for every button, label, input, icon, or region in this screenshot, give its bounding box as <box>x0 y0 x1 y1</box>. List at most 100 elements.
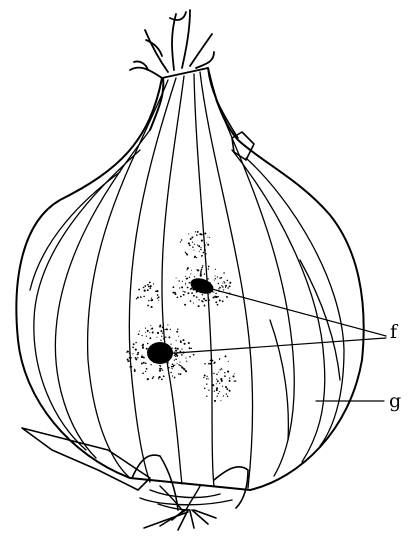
speckle-dot <box>168 361 169 362</box>
speckle-dot <box>219 359 220 360</box>
speckle-dot <box>171 368 172 369</box>
leader-line-f-upper <box>208 288 386 336</box>
speckle-dot <box>150 299 152 301</box>
speckle-dot <box>203 377 204 378</box>
speckle-dot <box>197 269 199 271</box>
speckle-dot <box>229 293 231 295</box>
speckle-dot <box>227 297 228 298</box>
speckle-dot <box>159 324 161 326</box>
speckle-dot <box>229 380 231 382</box>
speckle-dot <box>179 351 181 353</box>
speckle-dot <box>158 344 160 346</box>
speckle-dot <box>205 253 206 254</box>
speckle-dot <box>224 375 226 377</box>
speckle-dot <box>219 369 220 370</box>
speckle-dot <box>216 389 218 391</box>
speckle-dot <box>215 278 216 279</box>
speckle-dot <box>181 354 183 356</box>
speckle-dot <box>175 359 177 361</box>
speckle-dot <box>142 345 144 347</box>
speckle-dot <box>158 296 160 298</box>
speckle-dot <box>213 373 214 374</box>
label-g: g <box>389 392 401 411</box>
speckle-dot <box>194 244 195 245</box>
speckle-dot <box>219 383 220 384</box>
skin-ribs <box>30 72 344 488</box>
speckle-dot <box>157 349 159 351</box>
speckle-dot <box>179 362 180 363</box>
speckle-dot <box>148 286 150 288</box>
speckle-dot <box>222 282 223 283</box>
speckle-dot <box>157 332 159 334</box>
speckle-dot <box>201 234 203 236</box>
speckle-dot <box>229 282 231 284</box>
speckle-dot <box>172 375 173 376</box>
speckle-dot <box>185 284 186 285</box>
speckle-dot <box>216 383 217 384</box>
speckle-dot <box>200 247 201 248</box>
speckle-dot <box>185 283 186 284</box>
speckle-dot <box>216 387 218 389</box>
speckle-dot <box>229 285 231 287</box>
speckle-dot <box>217 380 219 382</box>
speckle-dot <box>147 305 149 307</box>
neck-right <box>208 68 238 138</box>
speckle-dot <box>156 290 158 292</box>
speckle-dot <box>219 391 220 392</box>
speckle-dot <box>206 378 207 379</box>
speckle-dot <box>134 370 136 372</box>
speckle-dot <box>157 294 159 296</box>
speckle-dot <box>199 251 200 252</box>
speckle-dot <box>163 361 164 362</box>
speckle-dot <box>165 329 166 330</box>
speckle-dot <box>202 265 204 267</box>
speckle-dot <box>140 296 142 298</box>
speckle-dot <box>225 386 227 388</box>
speckle-dot <box>169 352 171 354</box>
speckle-dot <box>153 361 155 363</box>
speckle-dot <box>215 301 217 303</box>
speckle-dot <box>229 390 231 392</box>
speckle-dot <box>159 376 161 378</box>
speckle-dot <box>201 269 203 271</box>
speckle-dot <box>205 244 206 245</box>
speckle-dot <box>129 357 131 359</box>
speckle-dot <box>214 400 216 402</box>
speckle-dot <box>208 299 210 301</box>
speckle-dot <box>210 293 211 294</box>
speckle-dot <box>219 277 221 279</box>
speckle-dot <box>221 369 222 370</box>
speckle-dot <box>221 380 223 382</box>
speckle-dot <box>174 360 175 361</box>
speckle-dot <box>177 348 179 350</box>
speckle-dot <box>147 284 149 286</box>
speckle-dot <box>148 300 149 301</box>
speckle-dot <box>198 305 200 307</box>
speckle-dot <box>185 370 187 372</box>
speckle-dot <box>202 294 203 295</box>
speckle-dot <box>207 278 208 279</box>
speckle-dot <box>216 379 217 380</box>
speckle-dot <box>131 357 132 358</box>
speckle-dot <box>177 352 178 353</box>
speckle-dot <box>145 332 146 333</box>
speckle-dot <box>216 374 218 376</box>
speckle-dot <box>182 351 184 353</box>
speckle-dot <box>191 292 193 294</box>
speckle-dot <box>202 291 203 292</box>
speckle-dot <box>191 270 192 271</box>
speckle-dot <box>214 391 215 392</box>
speckle-dot <box>160 344 161 345</box>
speckle-dot <box>217 276 218 277</box>
speckle-dot <box>143 347 144 348</box>
speckle-dot <box>137 352 139 354</box>
speckle-dot <box>214 280 215 281</box>
speckle-dot <box>178 373 179 374</box>
speckle-dot <box>157 298 158 299</box>
speckle-dot <box>193 303 194 304</box>
speckle-dot <box>142 372 144 374</box>
label-f: f <box>390 323 397 342</box>
speckle-dot <box>168 367 170 369</box>
speckle-dot <box>222 386 223 387</box>
